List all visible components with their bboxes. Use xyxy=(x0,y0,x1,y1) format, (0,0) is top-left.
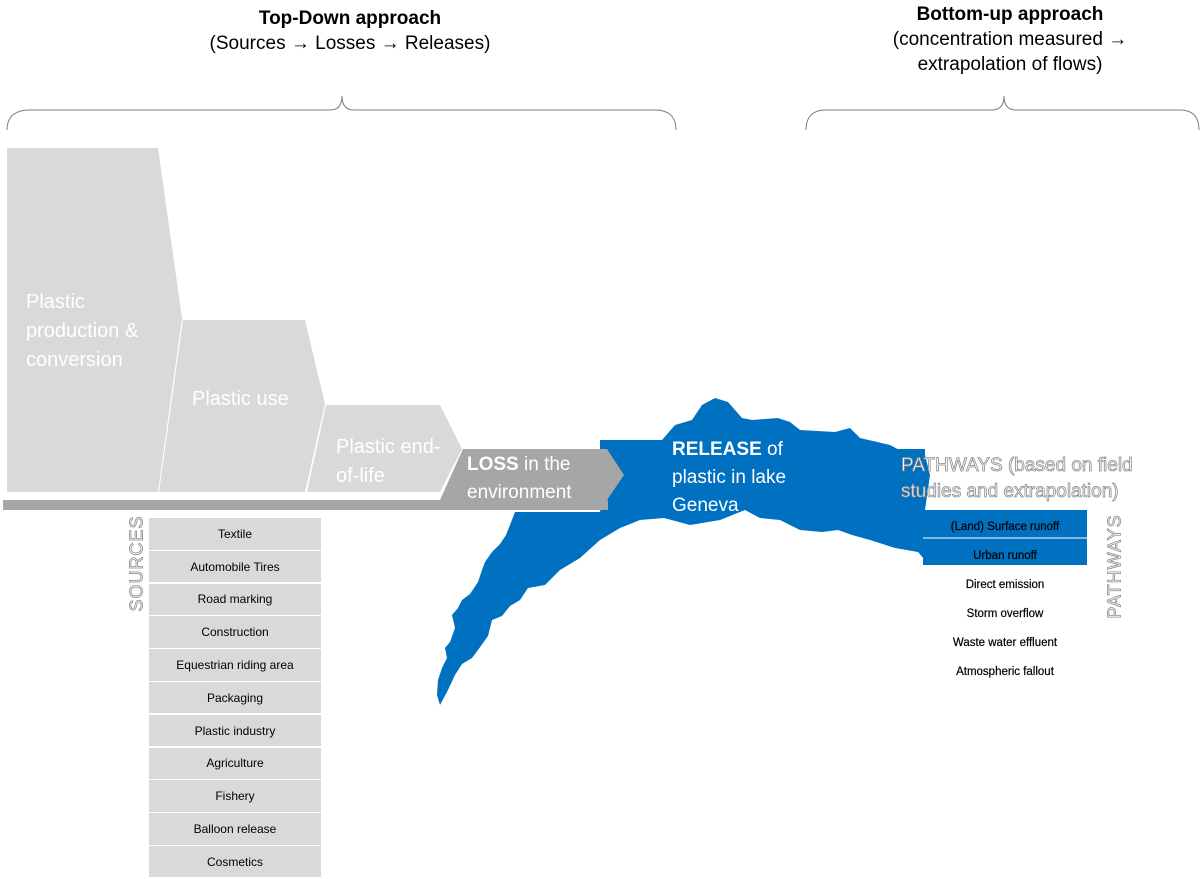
bottom-gray-bar xyxy=(3,500,608,510)
pathways-heading-line2: studies and extrapolation) xyxy=(901,481,1119,503)
source-row: Equestrian riding area xyxy=(149,649,321,681)
release-text-2: plastic in lake xyxy=(672,467,787,488)
pathways-heading-line1: PATHWAYS (based on field xyxy=(901,455,1133,477)
bottom-up-subtitle-line1: (concentration measured → xyxy=(892,29,1128,50)
source-row: Automobile Tires xyxy=(149,550,321,583)
bottom-up-subtitle-line2: extrapolation of flows) xyxy=(917,54,1103,75)
loss-label: LOSS in the environment xyxy=(467,451,617,507)
use-label: Plastic use xyxy=(192,388,289,410)
pathway-row: (Land) Surface runoff xyxy=(950,520,1060,533)
use-arrow-shape xyxy=(159,320,325,492)
lake-geneva-shape xyxy=(437,398,930,705)
end-of-life-arrow-shape xyxy=(307,405,462,492)
top-down-subtitle: (Sources → Losses → Releases) xyxy=(209,33,491,54)
production-label: Plastic production & conversion xyxy=(26,291,139,371)
pathway-row: Waste water effluent xyxy=(952,636,1058,649)
end-of-life-label: Plastic end- of-life xyxy=(336,436,441,487)
pathways-heading: PATHWAYS (based on field studies and ext… xyxy=(901,453,1201,505)
source-row: Textile xyxy=(149,518,321,550)
production-arrow-shape xyxy=(7,148,182,492)
source-row: Fishery xyxy=(149,780,321,812)
source-row: Balloon release xyxy=(149,813,321,845)
pathway-row: Storm overflow xyxy=(966,607,1044,620)
release-text-3: Geneva xyxy=(672,495,739,516)
bottom-up-brace xyxy=(805,95,1200,131)
top-down-title: Top-Down approach xyxy=(258,8,442,29)
source-row: Road marking xyxy=(149,583,321,616)
loss-text-1: in the xyxy=(518,454,571,475)
pathway-row: Urban runoff xyxy=(973,549,1037,562)
source-row: Cosmetics xyxy=(149,845,321,878)
source-row: Agriculture xyxy=(149,747,321,780)
source-row: Packaging xyxy=(149,681,321,714)
release-text-1: of xyxy=(761,439,783,460)
bottom-up-header: Bottom-up approach (concentration measur… xyxy=(830,2,1190,77)
pathways-chevron-shape xyxy=(868,449,925,510)
source-row: Plastic industry xyxy=(149,714,321,747)
release-label: RELEASE of plastic in lake Geneva xyxy=(672,436,832,520)
top-down-header: Top-Down approach (Sources → Losses → Re… xyxy=(140,6,560,56)
pathway-row: Atmospheric fallout xyxy=(956,665,1054,678)
pathways-list: (Land) Surface runoff Urban runoff Direc… xyxy=(923,512,1087,686)
pathways-vertical-label: PATHWAYS xyxy=(1104,514,1125,619)
loss-arrow-shape xyxy=(440,449,624,500)
top-down-brace xyxy=(6,95,677,131)
sources-table: Textile Automobile Tires Road marking Co… xyxy=(149,518,321,879)
source-row: Construction xyxy=(149,616,321,648)
sources-vertical-label: SOURCES xyxy=(126,515,147,612)
loss-bold: LOSS xyxy=(467,454,519,475)
pathway-row: Direct emission xyxy=(965,578,1045,591)
bottom-up-title: Bottom-up approach xyxy=(916,4,1104,25)
loss-text-2: environment xyxy=(467,482,572,503)
release-bold: RELEASE xyxy=(672,439,762,460)
